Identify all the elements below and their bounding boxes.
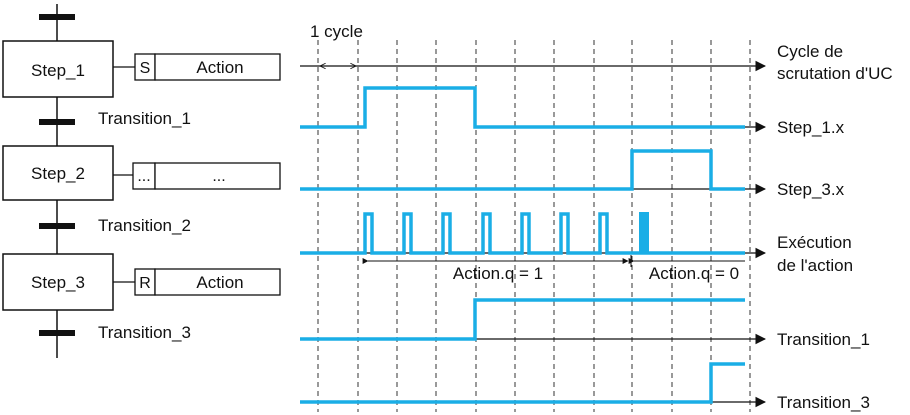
- step-2-action: ...: [212, 168, 225, 185]
- step-1-qualifier: S: [140, 60, 151, 77]
- step3x-signal: [300, 149, 745, 191]
- signal-label-step3x: Step_3.x: [777, 180, 845, 199]
- action-off-label: Action.q = 0: [649, 264, 739, 283]
- cycle-label: 1 cycle: [310, 22, 363, 41]
- step-2[interactable]: Step_2: [2, 145, 114, 201]
- signal-label-step1x: Step_1.x: [777, 118, 845, 137]
- signal-label-action: Exécution de l'action: [777, 233, 856, 275]
- transition3-signal: [300, 362, 745, 404]
- step-2-label: Step_2: [31, 164, 85, 183]
- signal-label-transition1: Transition_1: [777, 330, 870, 349]
- transition1-signal: [300, 298, 745, 341]
- step-3-action: Action: [196, 273, 243, 292]
- initial-transition-bar: [39, 14, 75, 20]
- timing-diagram: 1 cycle Action.q = 1 Action.q = 0 Cycle …: [300, 22, 893, 412]
- step-2-qualifier: ...: [137, 168, 150, 185]
- action-on-label: Action.q = 1: [453, 264, 543, 283]
- cycle-grid: [317, 40, 751, 412]
- action-final-pulse: [639, 212, 649, 253]
- transition-1-bar: [39, 119, 75, 125]
- signal-label-cycle: Cycle de scrutation d'UC: [777, 42, 893, 83]
- transition-2-label: Transition_2: [98, 216, 191, 235]
- transition-3-bar: [39, 330, 75, 336]
- step-1-action-block: S Action: [134, 53, 281, 81]
- transition-1-label: Transition_1: [98, 109, 191, 128]
- step-3-qualifier: R: [139, 275, 151, 292]
- signal-label-transition3: Transition_3: [777, 393, 870, 412]
- transition-2-bar: [39, 223, 75, 229]
- transition-3-label: Transition_3: [98, 323, 191, 342]
- step-3-action-block: R Action: [134, 268, 281, 296]
- action-signal: [300, 212, 745, 255]
- step1x-signal: [300, 86, 745, 129]
- step-2-action-block: ... ...: [132, 162, 281, 190]
- step-3[interactable]: Step_3: [2, 253, 114, 311]
- step-1[interactable]: Step_1: [2, 40, 114, 98]
- step-1-action: Action: [196, 58, 243, 77]
- step-3-label: Step_3: [31, 273, 85, 292]
- sfc-chart: Step_1 S Action Transition_1 Step_2 ... …: [2, 4, 281, 358]
- step-1-label: Step_1: [31, 61, 85, 80]
